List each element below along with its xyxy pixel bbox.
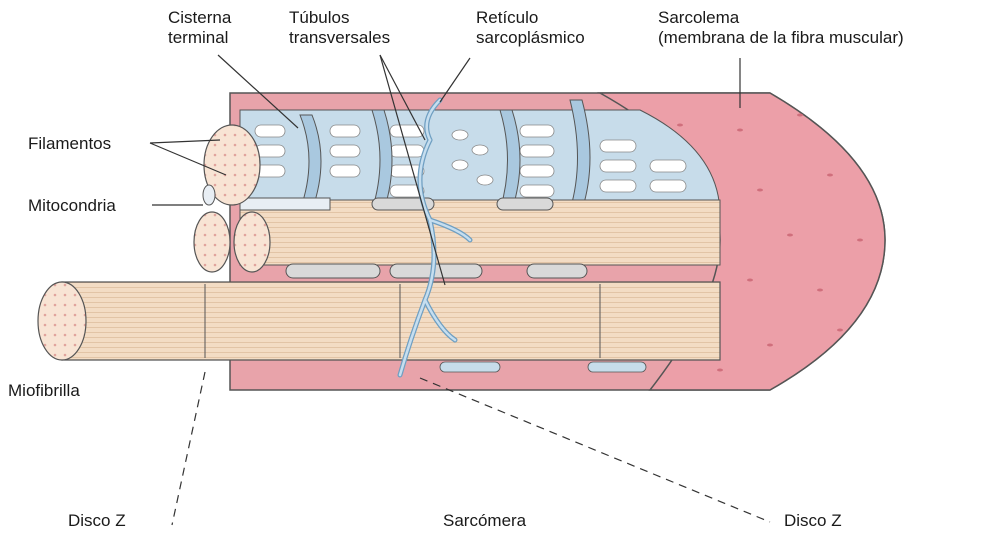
miofibrilla-label: Miofibrilla — [8, 381, 80, 401]
tubulos-transversales-label: Túbulos transversales — [289, 8, 390, 48]
myofibril-main — [38, 282, 720, 372]
reticulo-sarcoplasmico-label: Retículo sarcoplásmico — [476, 8, 585, 48]
reticulo-line-2: sarcoplásmico — [476, 28, 585, 48]
sarcolema-label: Sarcolema (membrana de la fibra muscular… — [658, 8, 904, 48]
cisterna-line-1: Cisterna — [168, 8, 231, 28]
tubulos-line-2: transversales — [289, 28, 390, 48]
cisterna-line-2: terminal — [168, 28, 231, 48]
cisterna-terminal-label: Cisterna terminal — [168, 8, 231, 48]
filamentos-label: Filamentos — [28, 134, 111, 154]
sarcomera-label: Sarcómera — [443, 511, 526, 531]
disco-z-left-label: Disco Z — [68, 511, 126, 531]
tubulos-line-1: Túbulos — [289, 8, 390, 28]
sarcolema-line-1: Sarcolema — [658, 8, 904, 28]
mitocondria-label: Mitocondria — [28, 196, 116, 216]
reticulo-line-1: Retículo — [476, 8, 585, 28]
disco-z-dashed-lines — [172, 372, 770, 525]
disco-z-right-label: Disco Z — [784, 511, 842, 531]
sarcolema-line-2: (membrana de la fibra muscular) — [658, 28, 904, 48]
